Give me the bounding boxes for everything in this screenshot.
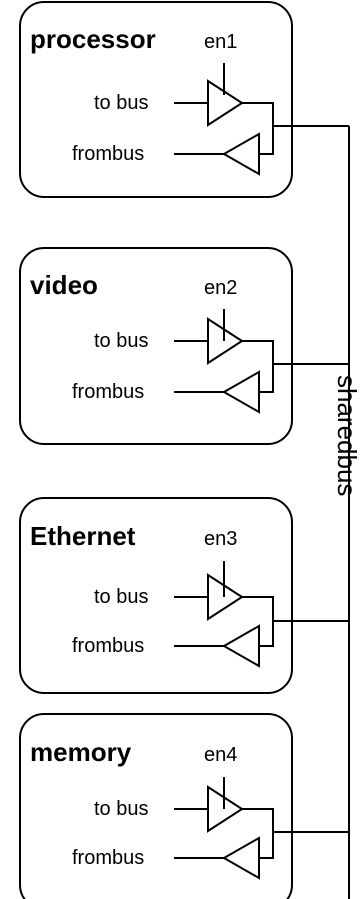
module-box — [19, 497, 293, 694]
driver-output-wire — [242, 596, 274, 621]
shared-bus-label: sharedbus — [332, 375, 362, 496]
from-bus-label: frombus — [72, 635, 144, 657]
module-name: memory — [30, 737, 132, 767]
from-bus-label: frombus — [72, 847, 144, 869]
tristate-buffer-icon — [207, 785, 244, 833]
tristate-buffer-icon — [207, 317, 244, 365]
receiver-input-wire — [259, 621, 274, 647]
driver-output-wire — [242, 808, 274, 832]
module-video: video en2 to bus frombus — [19, 247, 349, 445]
tristate-buffer-icon — [207, 79, 244, 127]
receiver-input-wire — [259, 832, 274, 859]
enable-label: en3 — [204, 528, 237, 550]
receiver-input-wire — [259, 364, 274, 393]
to-bus-label: to bus — [94, 798, 148, 820]
module-name: Ethernet — [30, 521, 136, 551]
module-name: video — [30, 270, 98, 300]
enable-label: en4 — [204, 744, 237, 766]
module-box — [19, 713, 293, 899]
enable-label: en1 — [204, 31, 237, 53]
to-bus-label: to bus — [94, 330, 148, 352]
from-bus-label: frombus — [72, 143, 144, 165]
tristate-buffer-icon — [207, 573, 244, 621]
to-bus-label: to bus — [94, 92, 148, 114]
module-box — [19, 1, 293, 198]
receiver-input-wire — [259, 126, 274, 155]
module-processor: processor en1 to bus frombus — [19, 1, 349, 198]
module-memory: memory en4 to bus frombus — [19, 713, 349, 899]
to-bus-label: to bus — [94, 586, 148, 608]
module-name: processor — [30, 24, 156, 54]
module-ethernet: Ethernet en3 to bus frombus — [19, 497, 349, 694]
from-bus-label: frombus — [72, 381, 144, 403]
module-box — [19, 247, 293, 445]
driver-output-wire — [242, 340, 274, 364]
enable-label: en2 — [204, 277, 237, 299]
driver-output-wire — [242, 102, 274, 126]
